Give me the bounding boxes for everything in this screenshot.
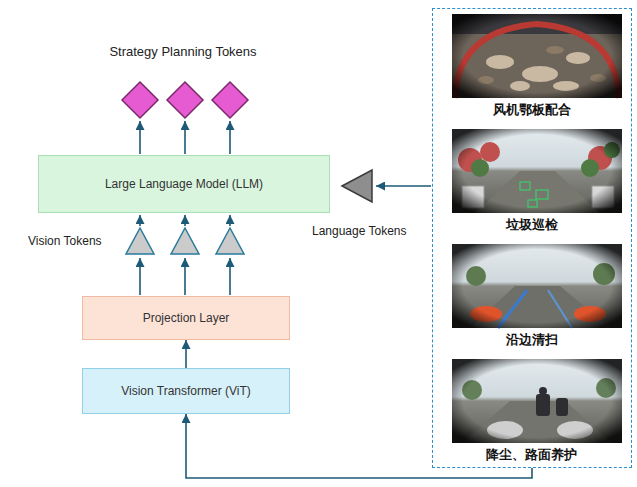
input-label: Vision Tokens (28, 234, 102, 248)
scenario-panel: 风机鄂板配合垃圾巡检沿边清扫降尘、路面养护 (432, 8, 632, 468)
box-title: Large Language Model (LLM) (105, 177, 263, 191)
photo-jaw-plate (452, 14, 622, 98)
flow-arrow (186, 414, 532, 478)
box-title: Projection Layer (143, 311, 230, 325)
output-label: Strategy Planning Tokens (109, 44, 256, 59)
photo-edge-sweep (452, 244, 622, 328)
scenario-caption: 风机鄂板配合 (433, 101, 630, 119)
input-label: Language Tokens (312, 224, 407, 238)
scenario-caption: 降尘、路面养护 (433, 446, 630, 464)
vision-token-triangles (126, 228, 244, 254)
photo-patrol (452, 129, 622, 213)
photo-dust-control (452, 359, 622, 443)
box-title: Vision Transformer (ViT) (121, 384, 251, 398)
scenario-caption: 垃圾巡检 (433, 216, 630, 234)
token-arrows (140, 121, 431, 295)
llm-box: Large Language Model (LLM) (38, 155, 330, 213)
vit-box: Vision Transformer (ViT) (82, 368, 290, 414)
flow-arrow (185, 340, 187, 368)
scenario-caption: 沿边清扫 (433, 331, 630, 349)
projection-box: Projection Layer (82, 296, 290, 340)
language-token-triangle (342, 170, 372, 202)
planning-token-diamonds (122, 82, 248, 118)
